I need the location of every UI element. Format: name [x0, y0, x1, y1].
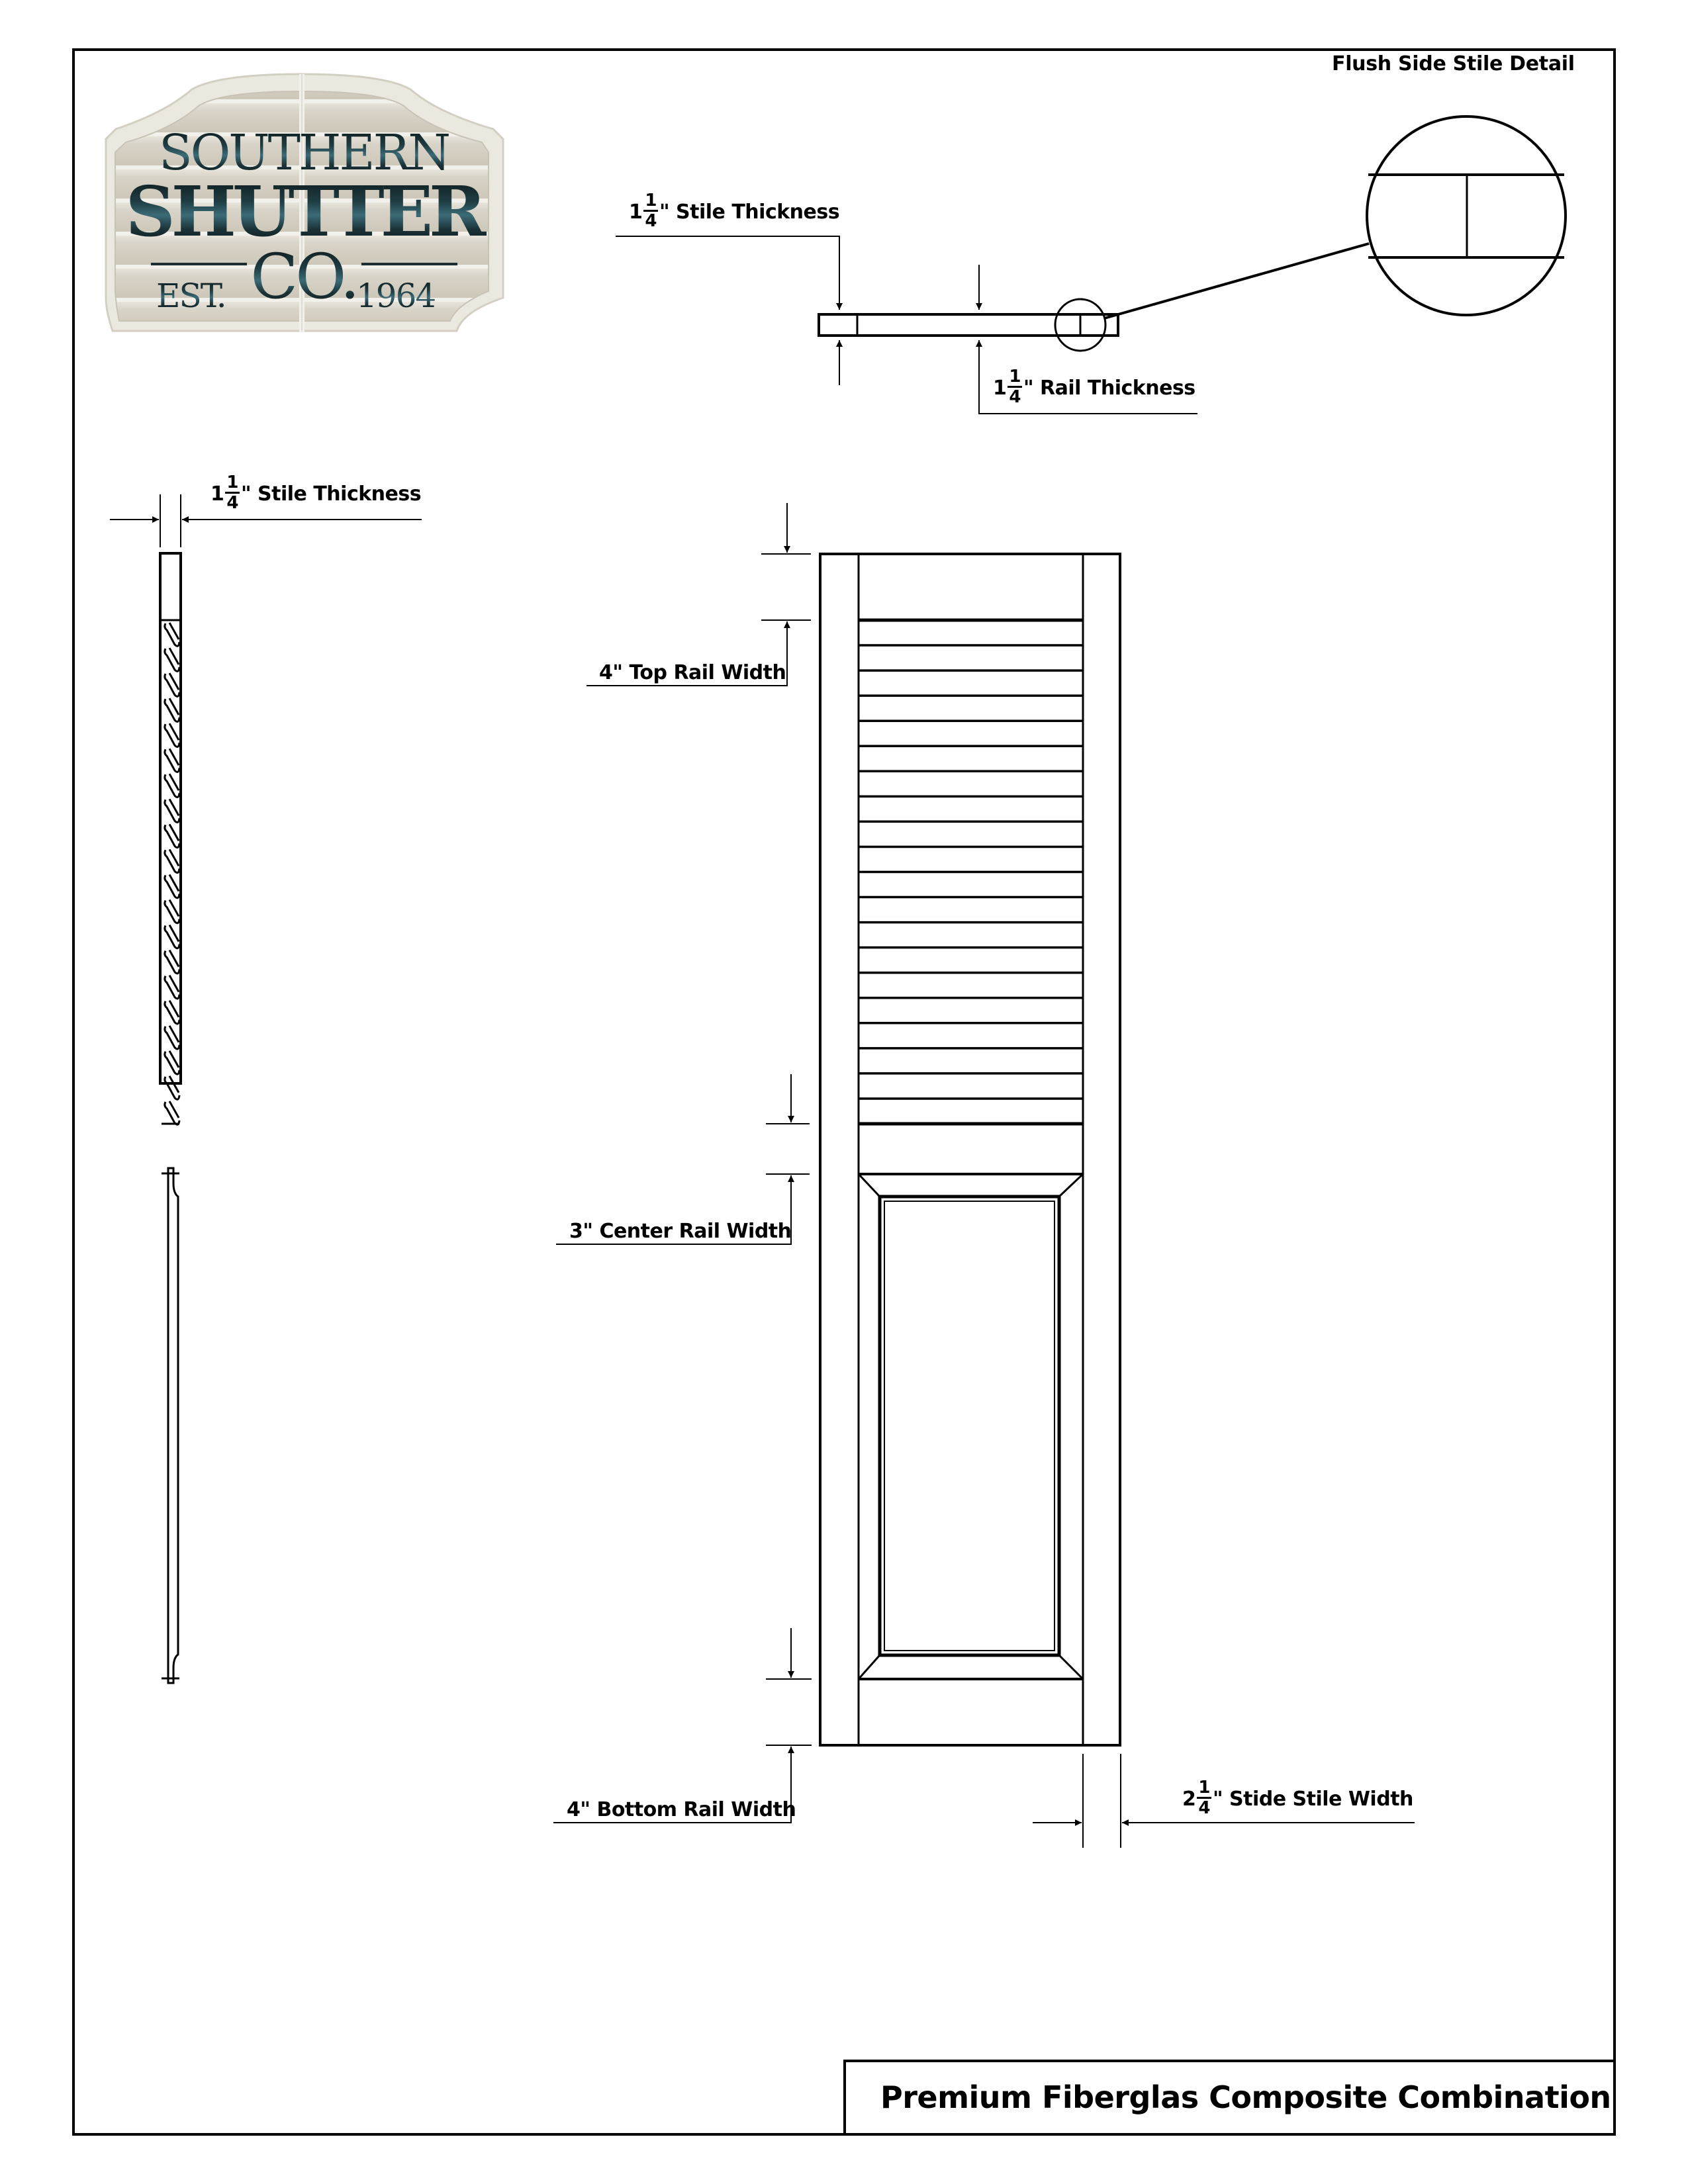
title-block-title: Premium Fiberglas Composite Combination	[880, 2079, 1611, 2115]
logo-rule-left	[151, 263, 247, 265]
louver-slat	[164, 672, 181, 698]
louver-slat	[164, 899, 181, 925]
louver-slat	[164, 949, 181, 975]
louver-slat	[164, 698, 181, 723]
logo-co: CO.	[105, 246, 503, 308]
logo-southern: SOUTHERN	[105, 128, 503, 177]
louver-slat	[164, 874, 181, 899]
center-rail-width-label: 3" Center Rail Width	[569, 1220, 792, 1243]
logo-shutter: SHUTTER	[105, 177, 503, 246]
louver-slat	[164, 1050, 181, 1075]
logo-year: 1964	[356, 279, 462, 312]
louver-slat	[164, 823, 181, 849]
flush-side-stile-detail	[1366, 115, 1567, 316]
company-logo: SOUTHERN SHUTTER CO. EST. 1964	[105, 73, 503, 336]
top-view	[616, 236, 1370, 414]
front-view	[553, 503, 1415, 1848]
louver-slat	[164, 748, 181, 773]
louver-slat	[164, 1101, 181, 1126]
louver-slat	[164, 848, 181, 874]
louver-slat	[164, 723, 181, 748]
side-profile-view	[110, 494, 422, 1684]
title-block-frame	[843, 2060, 1615, 2134]
detail-title: Flush Side Stile Detail	[1332, 52, 1575, 75]
top-rail-width-label: 4" Top Rail Width	[599, 661, 786, 684]
louver-slat	[164, 974, 181, 1000]
louver-slat	[164, 622, 181, 647]
louver-slat	[164, 1025, 181, 1050]
louver-slat	[164, 924, 181, 950]
louver-slat	[164, 798, 181, 824]
logo-rule-right	[361, 263, 457, 265]
louver-slat	[164, 647, 181, 672]
louver-slat	[164, 1075, 181, 1101]
louver-slat	[164, 1000, 181, 1025]
louver-slat	[164, 773, 181, 799]
bottom-rail-width-label: 4" Bottom Rail Width	[567, 1798, 796, 1821]
logo-est: EST.	[156, 279, 256, 312]
sheet-border	[72, 48, 1616, 2136]
